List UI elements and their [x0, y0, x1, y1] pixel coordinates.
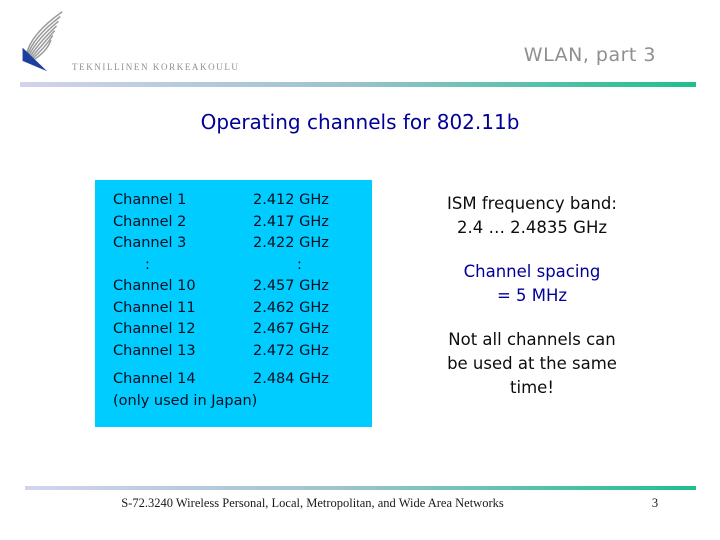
note-line: be used at the same	[447, 354, 617, 373]
channel-row: Channel 1 2.412 GHz	[113, 190, 372, 212]
university-name: TEKNILLINEN KORKEAKOULU	[72, 62, 240, 72]
channel-row-ellipsis: : :	[113, 255, 372, 277]
channel-table-box: Channel 1 2.412 GHz Channel 2 2.417 GHz …	[95, 180, 372, 427]
channel-label: Channel 12	[113, 321, 196, 337]
channel-frequency: 2.422 GHz	[253, 235, 329, 251]
channel-row: Channel 13 2.472 GHz	[113, 341, 372, 363]
note-line: Channel spacing	[463, 262, 601, 281]
note-line: 2.4 … 2.4835 GHz	[456, 218, 608, 237]
channel-frequency: :	[297, 256, 302, 273]
channel-frequency: 2.472 GHz	[253, 342, 329, 359]
note-line: Not all channels can	[448, 330, 616, 349]
channel-label: Channel 10	[113, 278, 196, 294]
channel-row-14: Channel 14 2.484 GHz	[113, 369, 372, 391]
note-line: ISM frequency band:	[447, 194, 617, 213]
notes-column: ISM frequency band: 2.4 … 2.4835 GHz Cha…	[396, 192, 668, 420]
channel-row: Channel 3 2.422 GHz	[113, 233, 372, 255]
slide-header-title: WLAN, part 3	[523, 44, 656, 66]
channel-label: Channel 13	[113, 342, 196, 359]
university-logo-icon	[22, 11, 63, 72]
channel-label: Channel 11	[113, 299, 196, 316]
channel-label: Channel 1	[113, 192, 187, 208]
note-warning: Not all channels can be used at the same…	[396, 328, 668, 400]
channel-label: Channel 3	[113, 235, 187, 251]
header-divider-rule	[20, 82, 696, 87]
note-ism-band: ISM frequency band: 2.4 … 2.4835 GHz	[396, 192, 668, 240]
channel-label: Channel 14	[113, 371, 196, 387]
channel-row: Channel 2 2.417 GHz	[113, 212, 372, 234]
footer-divider-rule	[25, 486, 696, 490]
channel-row: Channel 10 2.457 GHz	[113, 276, 372, 298]
channel-frequency: 2.462 GHz	[253, 299, 329, 316]
slide-title: Operating channels for 802.11b	[200, 110, 520, 134]
channel-frequency: 2.457 GHz	[253, 278, 329, 294]
channel-frequency: 2.467 GHz	[253, 321, 329, 337]
channel-14-note: (only used in Japan)	[113, 392, 258, 409]
note-channel-spacing: Channel spacing = 5 MHz	[396, 260, 668, 308]
note-line: time!	[510, 378, 554, 397]
channel-label: Channel 2	[113, 213, 187, 230]
channel-frequency: 2.484 GHz	[253, 371, 329, 387]
channel-label: :	[145, 256, 150, 273]
page-number: 3	[651, 496, 659, 510]
channel-row: Channel 11 2.462 GHz	[113, 298, 372, 320]
channel-frequency: 2.412 GHz	[253, 192, 329, 208]
footer-course-name: S-72.3240 Wireless Personal, Local, Metr…	[121, 496, 504, 510]
note-line: = 5 MHz	[496, 286, 568, 305]
channel-row: Channel 12 2.467 GHz	[113, 319, 372, 341]
channel-frequency: 2.417 GHz	[253, 213, 329, 230]
